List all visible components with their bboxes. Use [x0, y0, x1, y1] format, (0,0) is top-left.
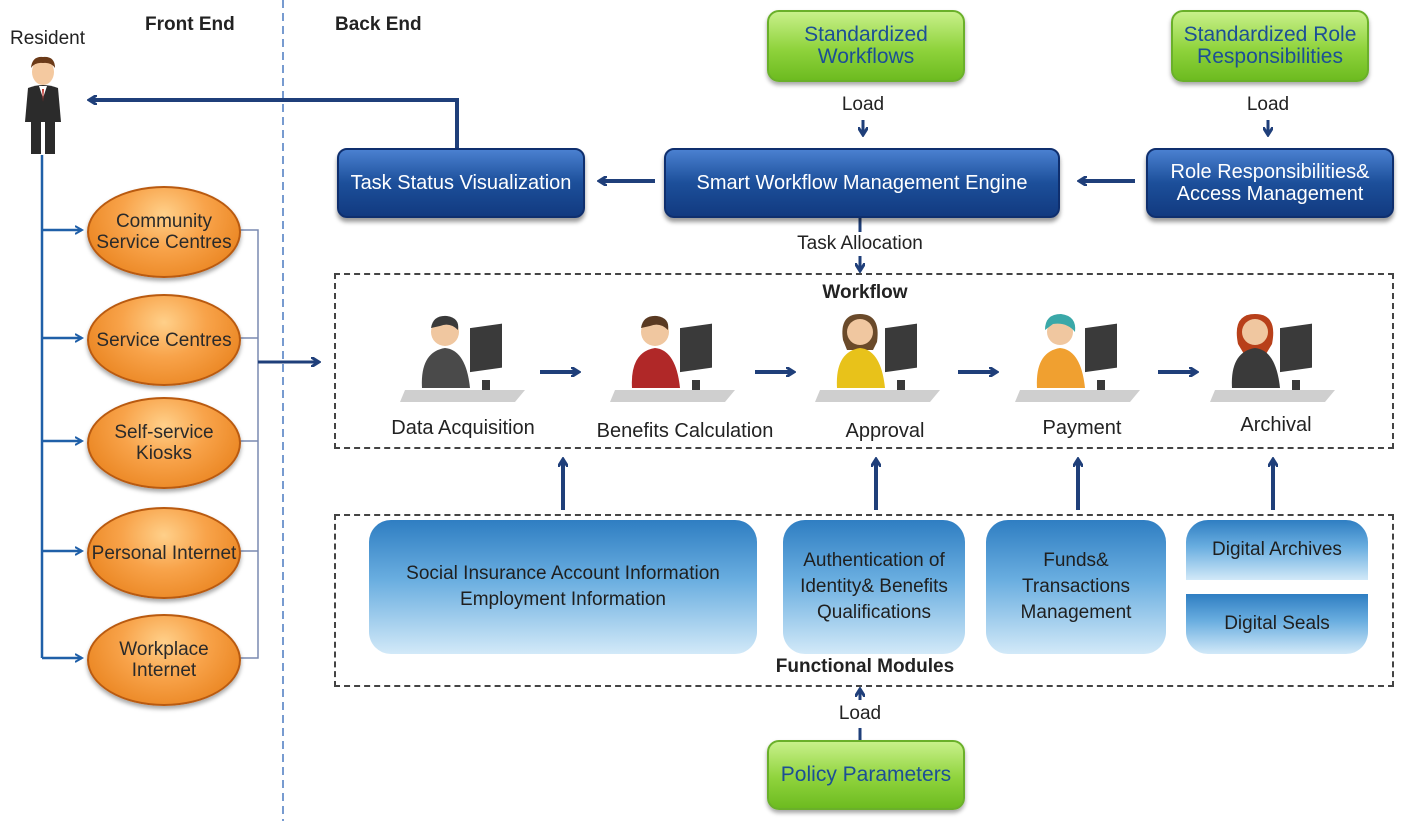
load-label-bottom: Load — [838, 703, 882, 724]
workflow-container — [334, 273, 1394, 449]
step-archival: Archival — [1240, 414, 1312, 436]
standardized-workflows-box: Standardized Workflows — [767, 10, 965, 82]
status-to-resident-arrow — [90, 100, 459, 150]
channel-service-centres: Service Centres — [87, 294, 241, 386]
worker-data-acquisition-icon — [400, 315, 525, 402]
back-end-heading: Back End — [335, 14, 422, 35]
worker-approval-icon — [815, 314, 940, 402]
channel-workplace: Workplace Internet — [87, 614, 241, 706]
workflow-title: Workflow — [822, 282, 908, 303]
channel-community: Community Service Centres — [87, 186, 241, 278]
step-data-acquisition: Data Acquisition — [391, 417, 535, 439]
step-benefits-calculation: Benefits Calculation — [596, 420, 774, 442]
modules-title: Functional Modules — [775, 656, 955, 677]
step-approval: Approval — [845, 420, 925, 442]
policy-parameters-box: Policy Parameters — [767, 740, 965, 810]
role-access-box: Role Responsibilities& Access Management — [1146, 148, 1394, 218]
channel-personal: Personal Internet — [87, 507, 241, 599]
modules-container — [334, 514, 1394, 687]
load-label-left: Load — [841, 94, 885, 115]
worker-archival-icon — [1210, 314, 1335, 402]
worker-benefits-icon — [610, 315, 735, 402]
task-allocation-label: Task Allocation — [797, 233, 923, 254]
resident-icon — [25, 56, 61, 154]
task-status-box: Task Status Visualization — [337, 148, 585, 218]
step-payment: Payment — [1042, 417, 1122, 439]
load-label-right: Load — [1246, 94, 1290, 115]
worker-payment-icon — [1015, 314, 1140, 402]
channel-kiosks: Self-service Kiosks — [87, 397, 241, 489]
module-digital-seals: Digital Seals — [1186, 594, 1368, 654]
resident-label: Resident — [10, 28, 85, 49]
module-digital-archives: Digital Archives — [1186, 520, 1368, 580]
module-social-insurance: Social Insurance Account Information Emp… — [369, 520, 757, 654]
standardized-role-box: Standardized Role Responsibilities — [1171, 10, 1369, 82]
smart-engine-box: Smart Workflow Management Engine — [664, 148, 1060, 218]
front-end-heading: Front End — [145, 14, 235, 35]
module-funds: Funds& Transactions Management — [986, 520, 1166, 654]
module-authentication: Authentication of Identity& Benefits Qua… — [783, 520, 965, 654]
